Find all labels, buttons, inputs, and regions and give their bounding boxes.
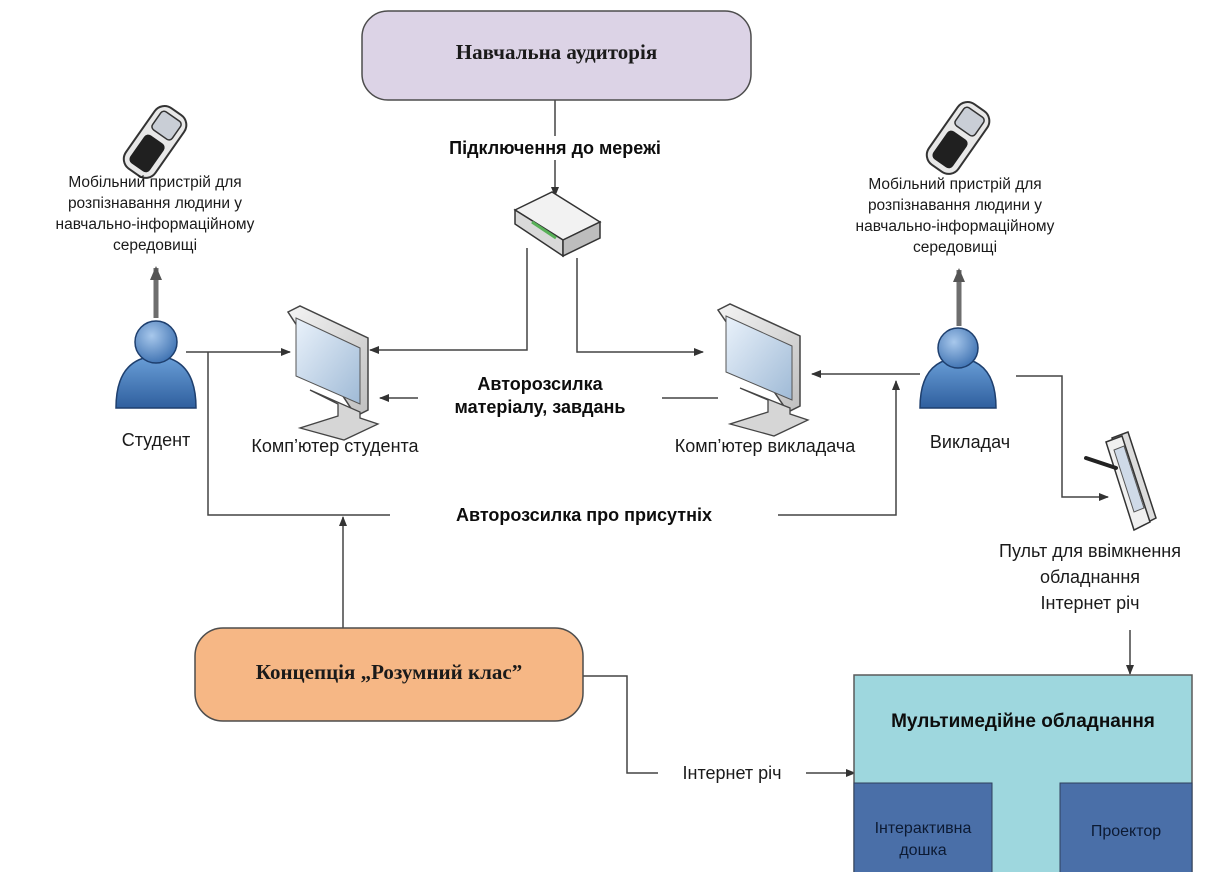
attendance-to-teacher-line: [778, 380, 900, 516]
concept-to-iot-line: [583, 675, 660, 774]
classroom-title: Навчальна аудиторія: [455, 40, 658, 64]
mobile-right-label: Мобільний пристрій для розпізнавання люд…: [855, 176, 1055, 256]
teacher-pc-label: Комп’ютер викладача: [674, 436, 856, 456]
router-icon: [513, 191, 602, 258]
router-to-teacher-pc-line: [576, 258, 704, 356]
whiteboard-module: [853, 782, 993, 872]
router-to-student-pc-line: [369, 248, 528, 354]
iot-label: Інтернет річ: [658, 761, 806, 785]
person-icon: [919, 327, 997, 409]
remote-label: Пульт для ввімкнення обладнання Інтернет…: [999, 541, 1181, 613]
projector-label: Проектор: [1090, 823, 1162, 840]
mobile-phone-icon: [122, 105, 188, 179]
mailing-materials-label: Авторозсилка матеріалу, завдань: [418, 373, 662, 419]
student-pc-label: Комп’ютер студента: [251, 436, 419, 456]
student-label: Студент: [121, 430, 191, 450]
teacher-to-remote-line: [1016, 375, 1109, 501]
attendance-loop-line: [207, 352, 390, 516]
tablet-pen-icon: [1084, 431, 1157, 532]
teacher-label: Викладач: [929, 432, 1011, 452]
classroom-box: [361, 10, 752, 101]
monitor-icon: [286, 305, 380, 441]
mailing-attendance-label: Авторозсилка про присутніх: [392, 503, 776, 527]
whiteboard-label: Інтерактивна дошка: [874, 820, 972, 859]
mobile-left-label: Мобільний пристрій для розпізнавання люд…: [55, 174, 255, 254]
concept-box: [194, 627, 584, 722]
concept-title: Концепція „Розумний клас”: [255, 660, 523, 684]
monitor-icon: [716, 303, 810, 437]
mobile-phone-icon: [925, 101, 991, 175]
multimedia-title: Мультимедійне обладнання: [891, 711, 1155, 732]
person-icon: [115, 320, 197, 409]
projector-module: [1059, 782, 1193, 872]
network-label: Підключення до мережі: [395, 136, 715, 160]
